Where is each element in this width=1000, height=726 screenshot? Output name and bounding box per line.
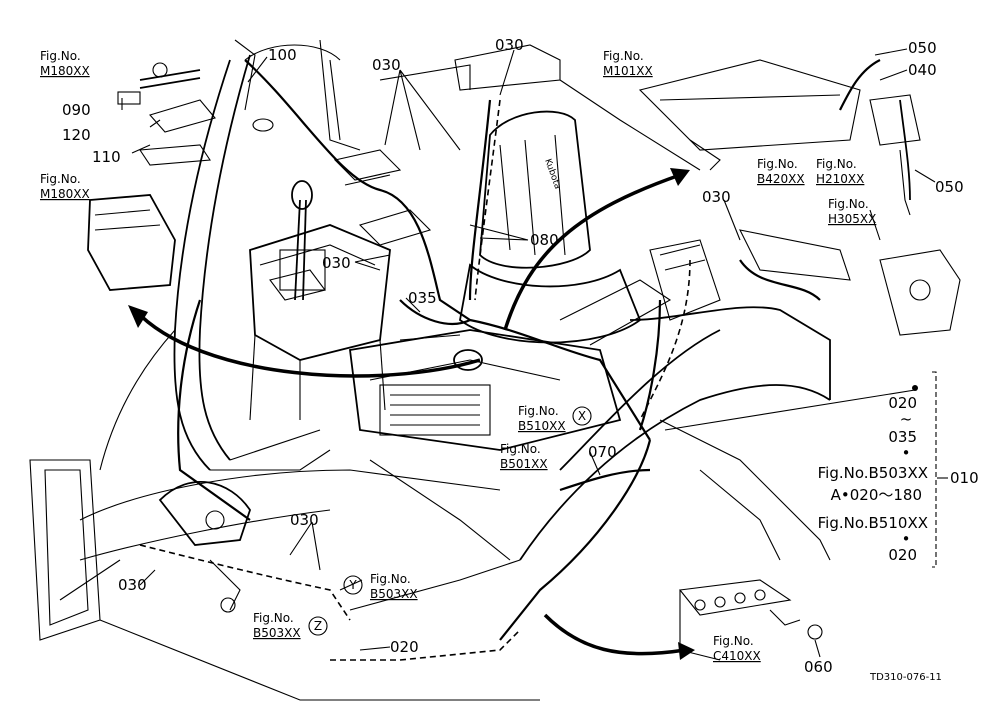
fig-ref-label: Fig.No. [816, 157, 857, 171]
callout-040: 040 [908, 61, 937, 79]
callout-110: 110 [92, 148, 121, 166]
callout-030-f: 030 [118, 576, 147, 594]
callout-030-c: 030 [322, 254, 351, 272]
fig-ref-code: B503XX [253, 626, 301, 640]
fig-ref-code: H305XX [828, 212, 876, 226]
fig-ref-b503-y: Fig.No. B503XX [370, 572, 418, 601]
reference-arrows [128, 168, 916, 660]
drawing-code: TD310-076-11 [869, 672, 942, 683]
legend-a-range: A•020～180 [831, 486, 922, 504]
view-marker-y: Y [343, 575, 363, 595]
callout-030-d: 030 [702, 188, 731, 206]
callout-050-b: 050 [935, 178, 964, 196]
fig-ref-code: B503XX [370, 587, 418, 601]
fig-ref-label: Fig.No. [757, 157, 798, 171]
legend-020: 020 [888, 546, 917, 564]
legend-group-number: 010 [950, 469, 979, 487]
view-marker-z-label: Z [314, 619, 322, 633]
fig-ref-label: Fig.No. [40, 172, 81, 186]
callout-090: 090 [62, 101, 91, 119]
fig-ref-label: Fig.No. [713, 634, 754, 648]
callout-070: 070 [588, 443, 617, 461]
fig-ref-code: H210XX [816, 172, 864, 186]
side-legend: 020 ~ 035 • Fig.No.B503XX A•020～180 Fig.… [818, 394, 979, 564]
part-callouts: 100 090 120 110 030 030 030 030 030 030 … [62, 36, 964, 676]
fig-ref-code: B501XX [500, 457, 548, 471]
fig-ref-label: Fig.No. [518, 404, 559, 418]
callout-080: 080 [530, 231, 559, 249]
callout-030-a: 030 [372, 56, 401, 74]
callout-030-b: 030 [495, 36, 524, 54]
legend-dot-1: • [902, 444, 911, 462]
fig-ref-code: M101XX [603, 64, 653, 78]
fig-ref-m180-left: Fig.No. M180XX [40, 172, 90, 201]
callout-035: 035 [408, 289, 437, 307]
fig-ref-code: C410XX [713, 649, 761, 663]
fig-ref-label: Fig.No. [828, 197, 869, 211]
fig-ref-label: Fig.No. [603, 49, 644, 63]
fig-ref-b503-z: Fig.No. B503XX [253, 611, 301, 640]
fig-ref-b420: Fig.No. B420XX [757, 157, 805, 186]
fig-ref-code: B420XX [757, 172, 805, 186]
callout-030-e: 030 [290, 511, 319, 529]
callout-120: 120 [62, 126, 91, 144]
fig-ref-label: Fig.No. [500, 442, 541, 456]
fig-ref-label: Fig.No. [40, 49, 81, 63]
fig-ref-m101: Fig.No. M101XX [603, 49, 653, 78]
view-marker-x-label: X [578, 409, 586, 423]
legend-b510: Fig.No.B510XX [818, 514, 928, 532]
callout-100: 100 [268, 46, 297, 64]
fig-ref-label: Fig.No. [253, 611, 294, 625]
fig-ref-c410: Fig.No. C410XX [713, 634, 761, 663]
machine-line-art [29, 39, 961, 701]
callout-060: 060 [804, 658, 833, 676]
fig-ref-code: B510XX [518, 419, 566, 433]
legend-b503: Fig.No.B503XX [818, 464, 928, 482]
wire-harness-routing [139, 59, 911, 661]
legend-tilde: ~ [900, 410, 913, 428]
fig-ref-m180-top: Fig.No. M180XX [40, 49, 90, 78]
legend-dot-2: • [902, 530, 911, 548]
legend-range-start: 020 [888, 394, 917, 412]
view-marker-y-label: Y [348, 578, 357, 592]
side-legend-bracket [912, 371, 948, 568]
callout-020: 020 [390, 638, 419, 656]
view-marker-x: X [572, 406, 592, 426]
fig-ref-h305: Fig.No. H305XX [828, 197, 876, 226]
fig-ref-label: Fig.No. [370, 572, 411, 586]
callout-leaders [121, 48, 936, 658]
fig-ref-b510: Fig.No. B510XX [518, 404, 566, 433]
callout-050-a: 050 [908, 39, 937, 57]
fig-ref-b501: Fig.No. B501XX [500, 442, 548, 471]
fig-ref-code: M180XX [40, 187, 90, 201]
fig-ref-code: M180XX [40, 64, 90, 78]
legend-range-end: 035 [888, 428, 917, 446]
view-marker-z: Z [308, 616, 328, 636]
fig-ref-h210: Fig.No. H210XX [816, 157, 864, 186]
seat-brand-text: Kubota [542, 158, 562, 191]
